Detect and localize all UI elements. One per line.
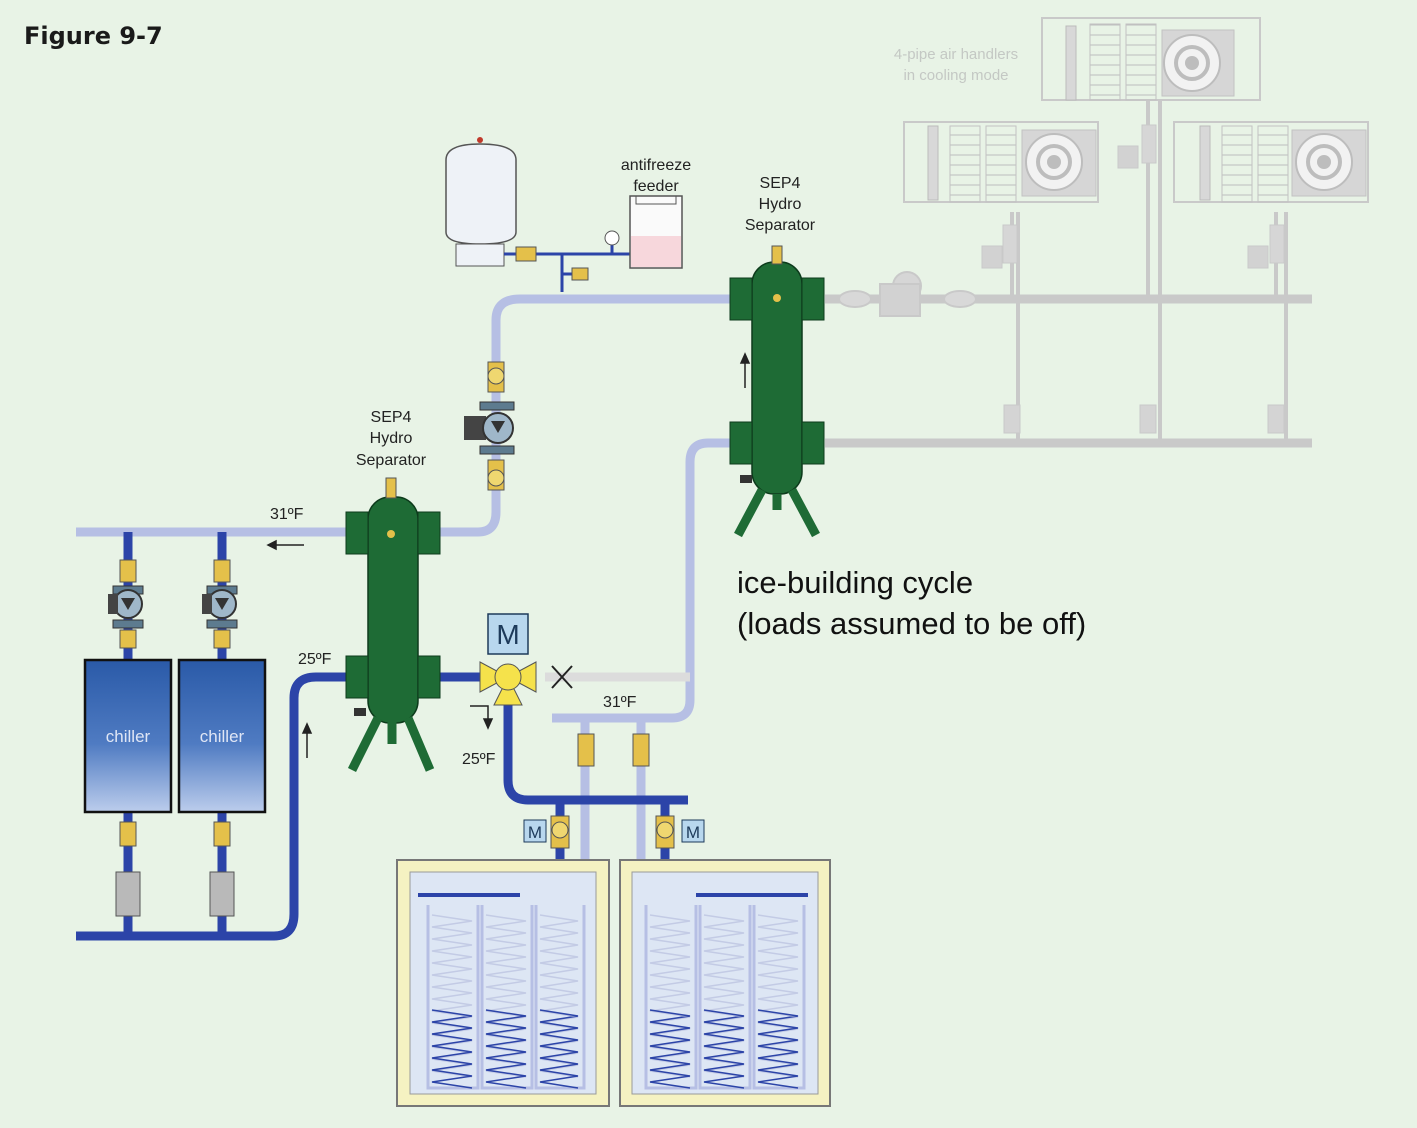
circulator-pump-assembly xyxy=(464,361,515,491)
three-way-motorized-valve xyxy=(479,613,573,706)
valve-icon xyxy=(571,267,589,281)
antifreeze-label-2: feeder xyxy=(633,178,679,195)
separator-left-label-2: Hydro xyxy=(370,430,413,447)
temp-tank-label: 31ºF xyxy=(603,694,637,711)
separator-right-label-2: Hydro xyxy=(759,196,802,213)
ice-storage-tank-2 xyxy=(619,859,831,1107)
antifreeze-feeder xyxy=(629,195,683,269)
motor-valve-label: M xyxy=(496,619,519,650)
air-handler-unit xyxy=(1041,17,1261,101)
expansion-tank xyxy=(445,137,517,267)
hydro-separator-left xyxy=(345,477,441,773)
air-handlers-label-2: in cooling mode xyxy=(903,67,1008,84)
chiller-unit-2 xyxy=(177,658,267,814)
temp-supply-label: 31ºF xyxy=(270,506,304,523)
hydro-separator-right xyxy=(729,245,825,538)
temp-return-label: 25ºF xyxy=(298,651,332,668)
flow-arrows xyxy=(266,352,751,758)
separator-left-label: SEP4 xyxy=(371,409,412,426)
tank-valves xyxy=(523,733,705,849)
air-handler-distribution xyxy=(825,100,1312,448)
cycle-subtitle: (loads assumed to be off) xyxy=(737,606,1086,641)
air-handler-unit xyxy=(903,121,1099,203)
chiller-outlet-valves xyxy=(115,821,235,917)
separator-right-label: SEP4 xyxy=(760,175,801,192)
cycle-title: ice-building cycle xyxy=(737,565,973,600)
gauge-icon xyxy=(604,230,620,246)
tank-2-motor-label: M xyxy=(686,823,700,842)
valve-icon xyxy=(515,246,537,262)
chiller-1-label: chiller xyxy=(106,727,151,746)
air-handler-unit xyxy=(1173,121,1369,203)
separator-right-label-3: Separator xyxy=(745,217,816,234)
chiller-unit-1 xyxy=(83,658,173,814)
temp-valve-out-label: 25ºF xyxy=(462,751,496,768)
ice-storage-tank-1 xyxy=(396,859,610,1107)
chiller-pump-assembly xyxy=(202,559,238,649)
separator-left-label-3: Separator xyxy=(356,452,427,469)
figure-title: Figure 9-7 xyxy=(24,22,163,50)
chiller-2-label: chiller xyxy=(200,727,245,746)
chiller-pump-assembly xyxy=(108,559,144,649)
antifreeze-label: antifreeze xyxy=(621,157,691,174)
tank-1-motor-label: M xyxy=(528,823,542,842)
air-handlers-label: 4-pipe air handlers xyxy=(894,46,1018,63)
